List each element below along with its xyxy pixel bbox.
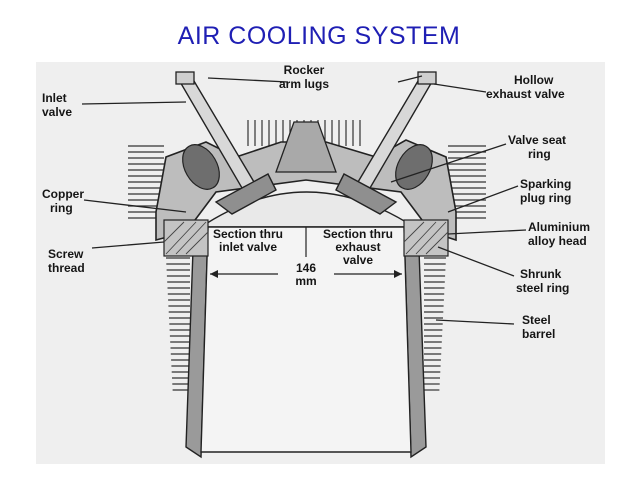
label-shrunk-ring-1: Shrunk xyxy=(520,267,562,281)
label-hollow-exhaust-2: exhaust valve xyxy=(486,87,565,101)
label-bore-value: 146 xyxy=(296,261,316,275)
slide-title: AIR COOLING SYSTEM xyxy=(177,22,461,50)
cylinder-bore xyxy=(200,226,412,453)
label-section-exhaust-2: exhaust xyxy=(335,240,380,254)
label-rocker-arm-lugs-2: arm lugs xyxy=(279,77,329,91)
head-fins xyxy=(128,120,486,219)
label-sparking-plug-2: plug ring xyxy=(520,191,571,205)
label-copper-ring-2: ring xyxy=(50,201,73,215)
exhaust-valve xyxy=(335,71,437,215)
joint-hatching xyxy=(163,221,449,255)
label-sparking-plug-1: Sparking xyxy=(520,177,571,191)
label-steel-barrel-2: barrel xyxy=(522,327,555,341)
head-joint-left xyxy=(163,219,209,257)
head-joint-right xyxy=(403,219,449,257)
cylinder-diagram: Rocker arm lugs Inlet valve Hollow exhau… xyxy=(36,62,605,464)
label-screw-thread-2: thread xyxy=(48,261,85,275)
label-bore-unit: mm xyxy=(295,274,316,288)
label-aluminium-head-1: Aluminium xyxy=(528,220,590,234)
inlet-valve xyxy=(175,71,277,215)
label-steel-barrel-1: Steel xyxy=(522,313,551,327)
barrel-fins-right xyxy=(424,257,446,391)
label-section-inlet-2: inlet valve xyxy=(219,240,277,254)
barrel-fins-left xyxy=(166,257,190,391)
label-inlet-valve-1: Inlet xyxy=(42,91,67,105)
inlet-port xyxy=(182,144,220,190)
label-shrunk-ring-2: steel ring xyxy=(516,281,569,295)
leader-lines xyxy=(81,75,527,325)
cylinder-diagram-svg: Rocker arm lugs Inlet valve Hollow exhau… xyxy=(42,63,590,459)
label-aluminium-head-2: alloy head xyxy=(528,234,587,248)
label-valve-seat-1: Valve seat xyxy=(508,133,566,147)
exhaust-port xyxy=(395,144,433,190)
label-section-exhaust-3: valve xyxy=(343,253,373,267)
label-section-exhaust-1: Section thru xyxy=(323,227,393,241)
label-inlet-valve-2: valve xyxy=(42,105,72,119)
sparking-plug-boss xyxy=(275,121,337,173)
label-rocker-arm-lugs-1: Rocker xyxy=(284,63,325,77)
label-screw-thread-1: Screw xyxy=(48,247,84,261)
label-hollow-exhaust-1: Hollow xyxy=(514,73,554,87)
label-copper-ring-1: Copper xyxy=(42,187,84,201)
bore-dimension xyxy=(210,270,402,278)
label-valve-seat-2: ring xyxy=(528,147,551,161)
label-section-inlet-1: Section thru xyxy=(213,227,283,241)
